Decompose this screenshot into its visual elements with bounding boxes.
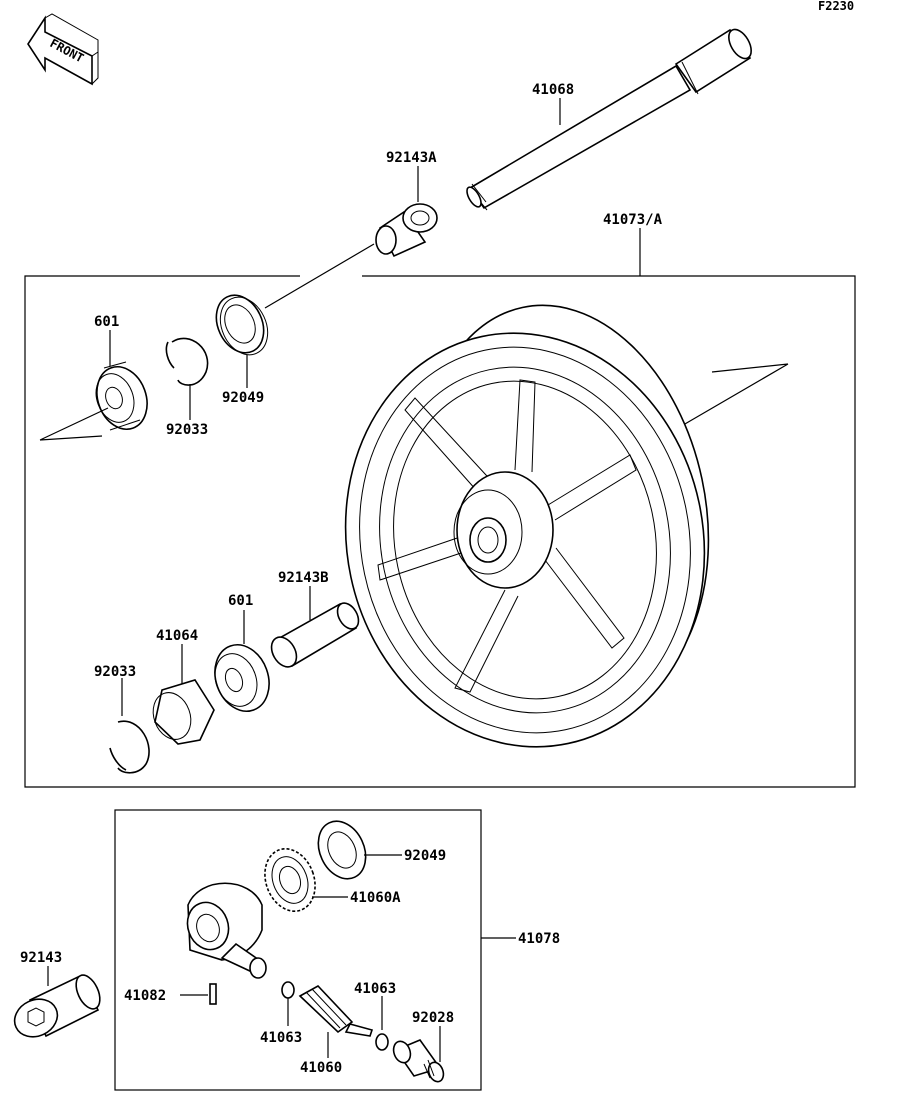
pinion-part: [298, 984, 374, 1037]
label-92049-meter: 92049: [404, 848, 446, 864]
label-41078: 41078: [518, 931, 560, 947]
label-41060: 41060: [300, 1060, 342, 1076]
label-41064: 41064: [156, 628, 198, 644]
label-601-right: 601: [228, 593, 253, 609]
wheel-group-box: [24, 275, 856, 788]
meter-housing-part: [186, 882, 267, 979]
collar-part: [13, 974, 101, 1038]
bearing-left-part: [95, 361, 148, 431]
washer-upper-part: [281, 981, 295, 999]
wheel-part: [344, 304, 710, 748]
label-92143A: 92143A: [386, 150, 437, 166]
label-41068: 41068: [532, 82, 574, 98]
axle-part: [466, 28, 752, 211]
label-92033-left: 92033: [166, 422, 208, 438]
label-41063-upper: 41063: [354, 981, 396, 997]
label-92143B: 92143B: [278, 570, 329, 586]
label-41060A: 41060A: [350, 890, 401, 906]
washer-lower-part: [375, 1033, 389, 1051]
collar-a-part: [375, 203, 438, 258]
bushing-part: [392, 1039, 445, 1083]
meter-seal-part: [317, 820, 367, 880]
label-41082: 41082: [124, 988, 166, 1004]
coupling-part: [152, 679, 215, 745]
front-arrow-icon: FRONT: [27, 13, 99, 86]
label-92049-left: 92049: [222, 390, 264, 406]
label-601-left: 601: [94, 314, 119, 330]
collar-b-part: [270, 602, 360, 668]
label-92143: 92143: [20, 950, 62, 966]
bearing-right-part: [214, 644, 270, 712]
pin-part: [209, 983, 217, 1005]
label-92028: 92028: [412, 1010, 454, 1026]
circlip-right-part: [109, 720, 150, 774]
meter-group-box: [114, 809, 482, 1091]
label-92033-right: 92033: [94, 664, 136, 680]
circlip-left-part: [165, 337, 209, 386]
meter-gear-part: [264, 848, 316, 912]
figure-code: F2230: [818, 0, 854, 13]
label-41073-A: 41073/A: [603, 212, 663, 228]
label-41063-lower: 41063: [260, 1030, 302, 1046]
seal-left-part: [215, 294, 269, 356]
